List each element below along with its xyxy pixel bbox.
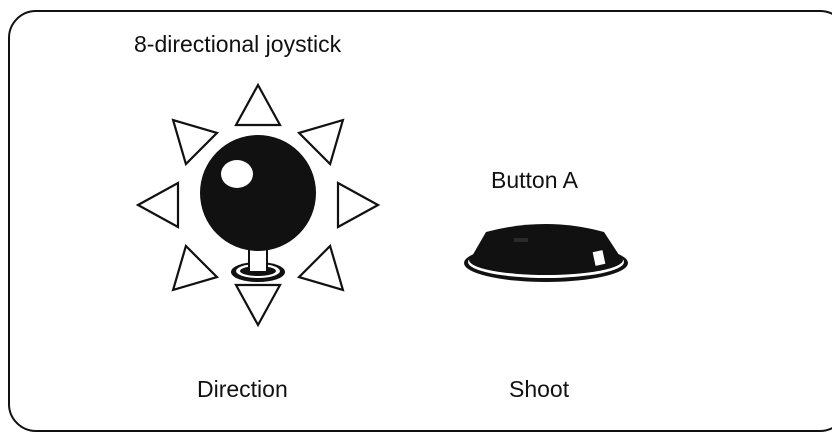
arrow-down-right-icon (299, 246, 343, 290)
arrow-left-icon (138, 183, 178, 227)
shoot-label: Shoot (509, 378, 569, 401)
direction-label: Direction (197, 378, 288, 401)
arcade-button-icon (464, 224, 628, 282)
arrow-up-left-icon (173, 120, 217, 164)
arrow-down-icon (236, 285, 280, 325)
arrow-up-right-icon (299, 120, 343, 164)
button-a-title: Button A (491, 169, 578, 192)
joystick-icon (200, 135, 316, 282)
arrow-right-icon (338, 183, 378, 227)
arrow-down-left-icon (173, 246, 217, 290)
arrow-up-icon (236, 85, 280, 125)
